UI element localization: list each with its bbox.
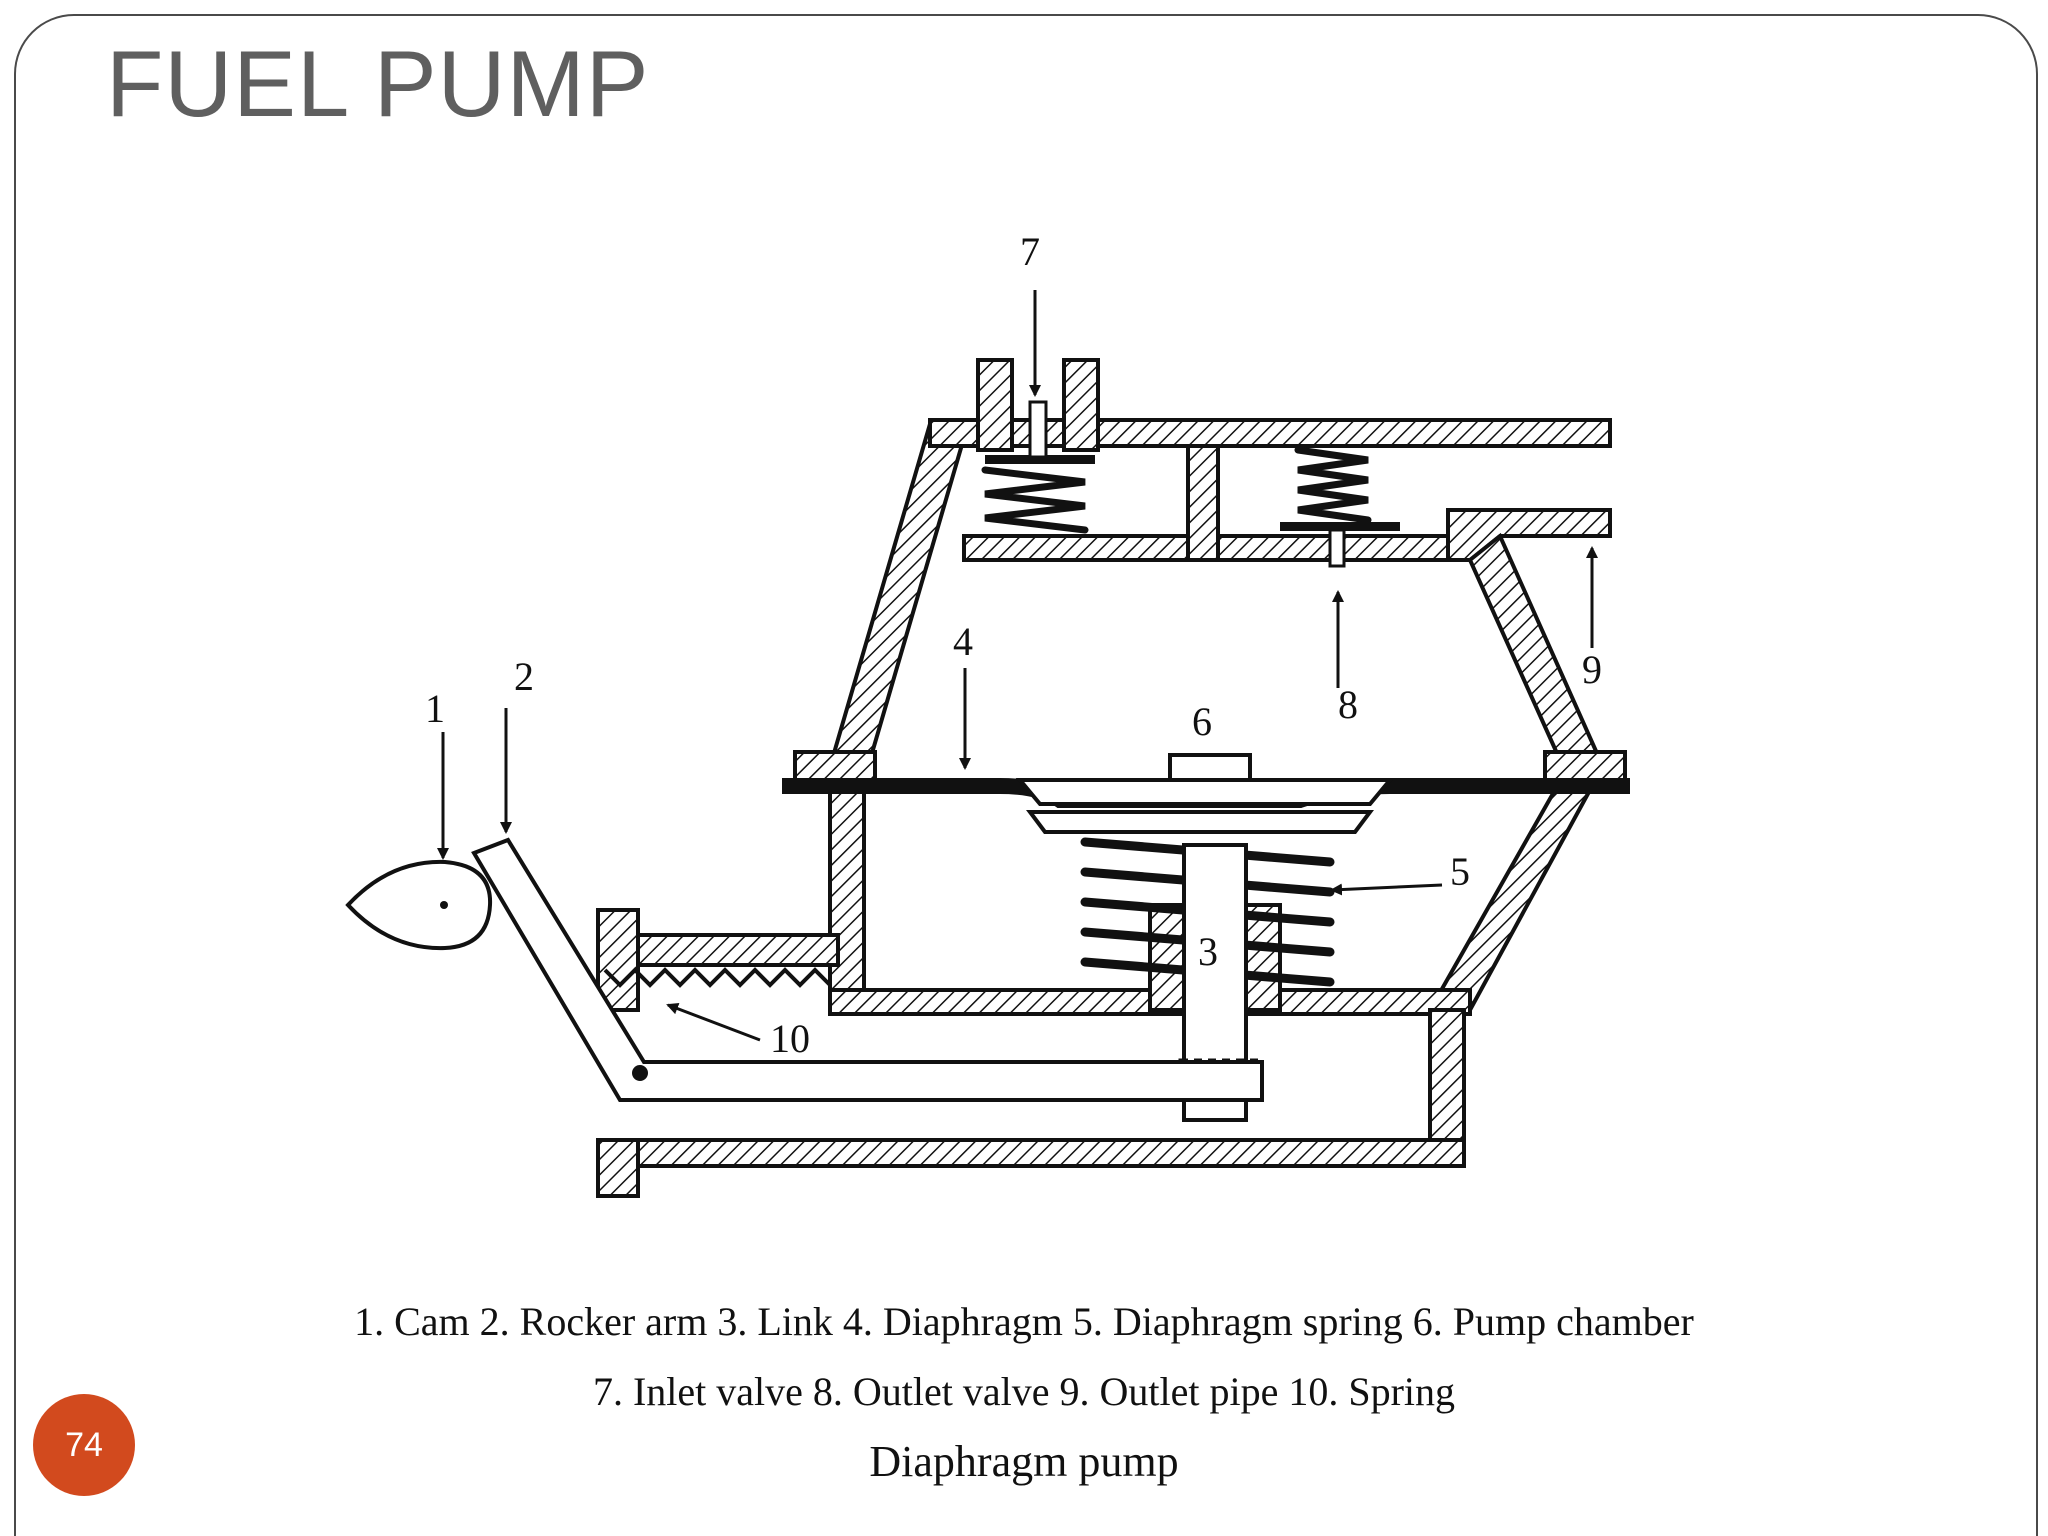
- arrow-10: [666, 1002, 761, 1042]
- lower-plate: [1026, 810, 1374, 834]
- diaphragm-cap: [1168, 753, 1252, 782]
- inlet-neck-left: [976, 358, 1014, 452]
- lower-housing-left-wall: [828, 788, 866, 1012]
- label-8: 8: [1338, 682, 1358, 727]
- label-7: 7: [1020, 229, 1040, 274]
- rocker-housing-end: [596, 908, 640, 1012]
- cam-center: [440, 901, 448, 909]
- inlet-neck-right: [1062, 358, 1100, 452]
- label-3: 3: [1198, 929, 1218, 974]
- arrow-5: [1330, 883, 1443, 896]
- right-flange: [1543, 750, 1627, 782]
- valve-chamber-floor: [962, 534, 1196, 562]
- rocker-return-spring: [603, 967, 832, 988]
- page-number-badge: 74: [33, 1394, 135, 1496]
- diaphragm-plate: [1015, 778, 1395, 806]
- outlet-valve-disc: [1280, 522, 1400, 531]
- rocker-housing-bottom: [596, 1138, 1466, 1168]
- label-1: 1: [425, 686, 445, 731]
- upper-housing-right-wall: [1467, 532, 1604, 762]
- slide-frame: [14, 14, 2038, 1536]
- label-4: 4: [953, 619, 973, 664]
- rocker-arm: [471, 837, 1264, 1102]
- upper-housing-left-wall: [829, 422, 971, 762]
- inlet-valve-stem: [1028, 400, 1048, 459]
- rocker-pivot: [632, 1065, 648, 1081]
- link-guide-left: [1148, 903, 1186, 1012]
- diagram-caption: Diaphragm pump: [869, 1437, 1179, 1486]
- rocker-housing-side: [1428, 1008, 1466, 1162]
- link-guide-right: [1244, 903, 1282, 1012]
- label-5: 5: [1450, 849, 1470, 894]
- label-6: 6: [1192, 699, 1212, 744]
- left-flange: [793, 750, 877, 782]
- rocker-housing-foot: [596, 1138, 640, 1198]
- outlet-valve-stem: [1328, 528, 1346, 568]
- label-2: 2: [514, 654, 534, 699]
- label-9: 9: [1582, 647, 1602, 692]
- inlet-valve-spring: [981, 466, 1089, 534]
- outlet-valve-spring: [1294, 446, 1372, 524]
- inlet-valve-disc: [985, 455, 1095, 464]
- outlet-pipe-lower-wall: [1446, 508, 1612, 562]
- partition-wall: [1186, 444, 1220, 562]
- legend-line-2: 7. Inlet valve 8. Outlet valve 9. Outlet…: [592, 1369, 1456, 1414]
- legend-line-1: 1. Cam 2. Rocker arm 3. Link 4. Diaphrag…: [354, 1299, 1694, 1344]
- cam: [345, 859, 493, 951]
- label-10: 10: [770, 1016, 810, 1061]
- lower-housing-right-wall: [1426, 788, 1594, 1012]
- slide-title: FUEL PUMP: [106, 31, 650, 136]
